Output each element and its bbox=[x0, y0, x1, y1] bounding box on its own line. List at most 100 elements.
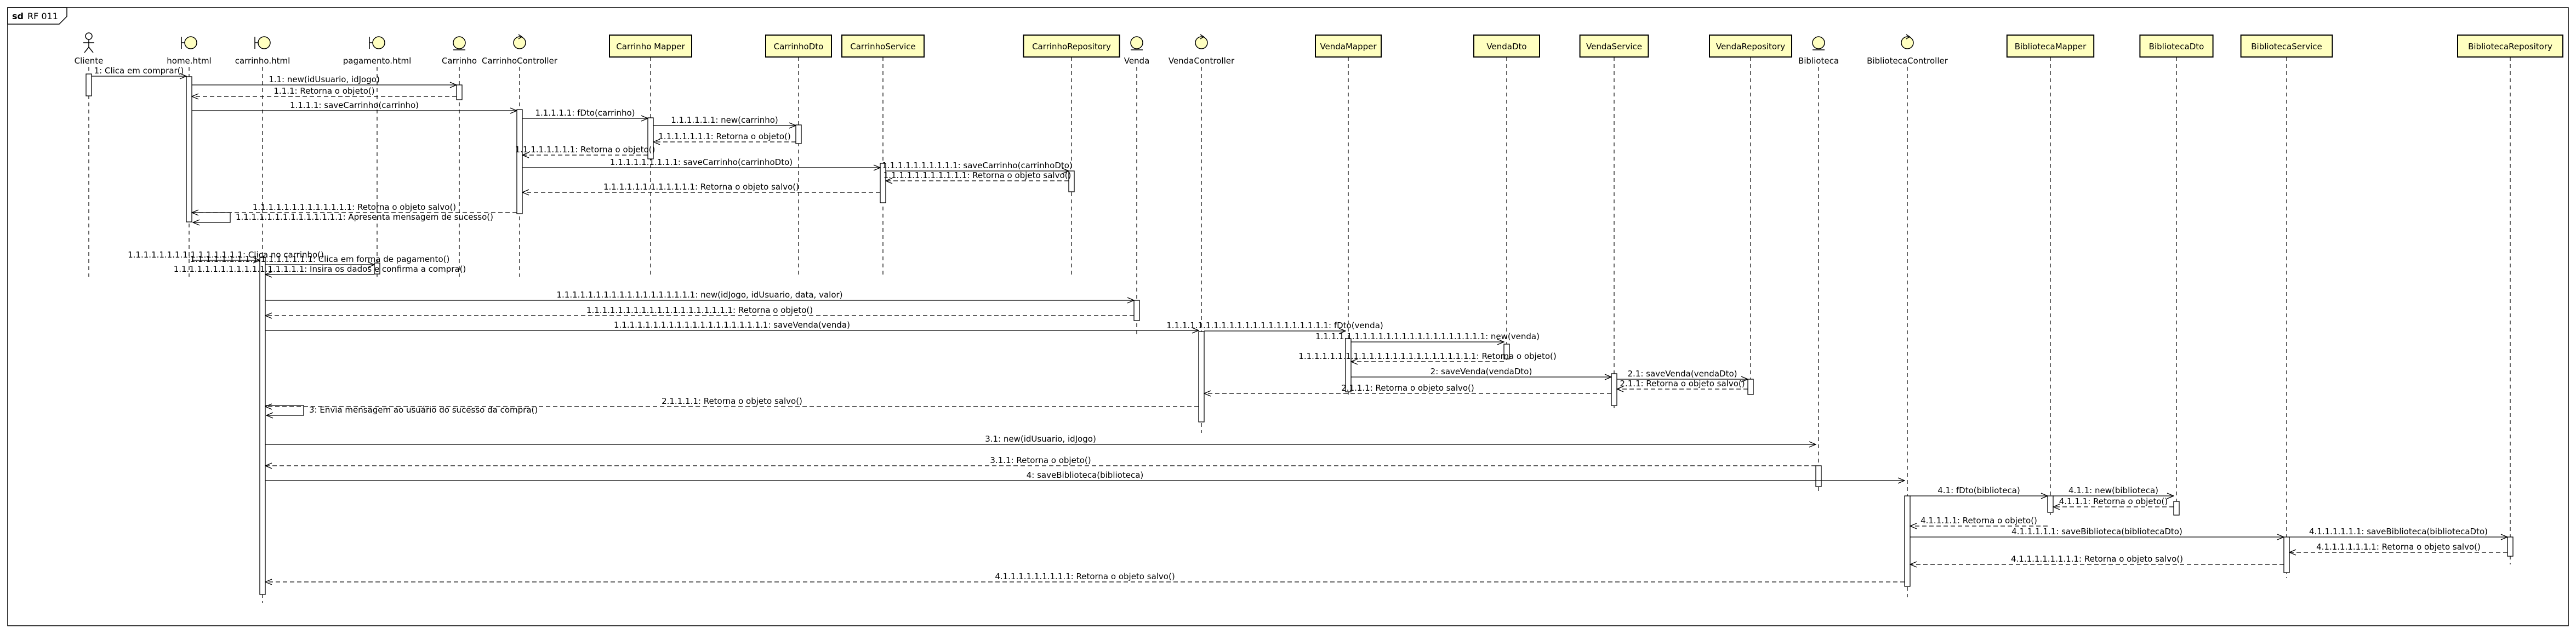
message-label: 4.1.1.1.1: Retorna o objeto() bbox=[1920, 516, 2037, 526]
participant-box bbox=[1579, 35, 1649, 58]
participant-label: home.html bbox=[167, 56, 211, 66]
participant-biblioteca: Biblioteca bbox=[1798, 36, 1839, 66]
activation-bar bbox=[1815, 465, 1822, 487]
activation-bar bbox=[647, 117, 654, 159]
messages: 1: Clica em comprar() 1.1: new(idUsuario,… bbox=[92, 66, 2507, 582]
message-label: 1.1.1.1.1.1.1: Retorna o objeto() bbox=[658, 132, 790, 141]
participant-carrinho-service: CarrinhoService bbox=[841, 35, 925, 58]
participant-label: Cliente bbox=[75, 56, 104, 66]
activation-bar bbox=[1747, 379, 1754, 395]
return-message: 1.1.1.1.1.1.1.1.1.1.1: Retorna o objeto … bbox=[884, 170, 1072, 181]
boundary-icon bbox=[181, 36, 197, 49]
participant-biblioteca-mapper: BibliotecaMapper bbox=[2006, 35, 2095, 58]
return-message: 1.1.1.1.1.1.1: Retorna o objeto() bbox=[653, 132, 796, 142]
activation-bar bbox=[2283, 536, 2290, 573]
participant-box bbox=[765, 35, 832, 58]
participant-label: Carrinho bbox=[442, 56, 477, 66]
call-message: 1.1.1.1.1.1.1.1.1.1.1.1.1.1.1.1.1: Insir… bbox=[174, 264, 466, 275]
return-message: 1.1.1.1.1.1.1.1.1.1.1.1.1.1.1.1.1.1.1: R… bbox=[265, 305, 1134, 316]
participant-box bbox=[1709, 35, 1792, 58]
call-message: 1.1.1.1.1.1.1.1.1.1.1.1.1.1.1.1.1.1.1.1.… bbox=[1315, 332, 1540, 342]
frame-kind: sd bbox=[12, 11, 24, 21]
call-message: 2.1: saveVenda(vendaDto) bbox=[1617, 369, 1748, 379]
return-message: 3.1.1: Retorna o objeto() bbox=[265, 455, 1816, 466]
message-label: 2.1.1.1: Retorna o objeto salvo() bbox=[1341, 383, 1474, 393]
participant-label: BibliotecaController bbox=[1867, 56, 1948, 66]
control-icon bbox=[1195, 34, 1208, 49]
message-label: 4.1.1.1.1.1.1.1.1: Retorna o objeto salv… bbox=[2011, 554, 2183, 564]
control-icon bbox=[1901, 34, 1914, 49]
message-label: 1.1.1.1.1.1.1.1.1.1.1.1.1.1.1.1.1.1.1.1:… bbox=[614, 320, 850, 330]
call-message: 1.1.1.1: saveCarrinho(carrinho) bbox=[192, 100, 517, 111]
participant-venda-controller: VendaController bbox=[1169, 34, 1235, 66]
call-message: 4.1.1: new(biblioteca) bbox=[2053, 486, 2174, 496]
return-message: 4.1.1.1.1.1.1.1.1: Retorna o objeto salv… bbox=[1910, 554, 2284, 564]
message-label: 1.1.1.1.1: fDto(carrinho) bbox=[535, 108, 635, 118]
call-message: 4: saveBiblioteca(biblioteca) bbox=[265, 470, 1905, 481]
call-message: 3.1: new(idUsuario, idJogo) bbox=[265, 434, 1816, 444]
boundary-icon bbox=[369, 36, 385, 49]
activation-bar bbox=[259, 257, 266, 595]
participant-biblioteca-controller: BibliotecaController bbox=[1867, 34, 1948, 66]
message-label: 4.1.1.1.1.1.1.1: Retorna o objeto salvo(… bbox=[2316, 542, 2481, 552]
participant-label: BibliotecaDto bbox=[2149, 42, 2204, 52]
message-label: 1.1.1: Retorna o objeto() bbox=[273, 86, 374, 96]
participant-cliente: Cliente bbox=[75, 32, 104, 66]
participant-box bbox=[1023, 35, 1120, 58]
participant-label: VendaRepository bbox=[1716, 42, 1785, 52]
participant-box bbox=[2240, 35, 2333, 58]
call-message: 4.1: fDto(biblioteca) bbox=[1910, 486, 2048, 496]
entity-icon bbox=[453, 36, 466, 50]
return-message: 4.1.1.1.1.1.1.1: Retorna o objeto salvo(… bbox=[2289, 542, 2507, 552]
return-message: 1.1.1.1.1.1.1.1.1.1.1.1.1: Retorna o obj… bbox=[192, 202, 517, 213]
activation-bar bbox=[456, 84, 463, 100]
call-message: 1.1.1.1.1.1.1.1.1.1.1.1.1.1.1.1.1.1.1.1:… bbox=[265, 320, 1199, 330]
message-label: 1.1.1.1.1.1.1.1.1: saveCarrinho(carrinho… bbox=[610, 157, 793, 167]
message-label: 1.1.1.1.1.1.1.1.1.1.1.1.1.1.1.1.1.1.1.1.… bbox=[1166, 321, 1383, 330]
participant-label: CarrinhoRepository bbox=[1032, 42, 1111, 52]
diagram-frame: sd RF 011 bbox=[7, 7, 2569, 626]
participant-label: pagamento.html bbox=[343, 56, 412, 66]
activation-bar bbox=[1198, 331, 1205, 422]
activation-bar bbox=[2047, 495, 2054, 513]
actor-icon bbox=[83, 32, 94, 53]
participant-venda-mapper: VendaMapper bbox=[1315, 35, 1382, 58]
message-label: 1.1.1.1.1.1.1.1.1.1.1.1.1.1.1.1.1.1: new… bbox=[556, 290, 842, 300]
call-message: 1.1.1.1.1.1.1.1.1.1.1.1.1.1.1.1.1.1.1.1.… bbox=[1166, 321, 1383, 331]
participant-carrinho-controller: CarrinhoController bbox=[482, 34, 558, 66]
participant-box bbox=[841, 35, 925, 58]
return-message: 2.1.1.1.1: Retorna o objeto salvo() bbox=[265, 396, 1199, 407]
call-message: 1.1.1.1.1.1.1.1.1.1.1.1.1.1.1.1.1.1: new… bbox=[265, 290, 1134, 300]
participant-label: VendaMapper bbox=[1320, 42, 1377, 52]
call-message: 1.1.1.1.1.1: new(carrinho) bbox=[653, 115, 796, 125]
participant-label: CarrinhoController bbox=[482, 56, 558, 66]
message-label: 1.1.1.1.1.1: new(carrinho) bbox=[671, 115, 778, 125]
message-label: 1.1.1.1.1.1.1.1.1.1.1: Retorna o objeto … bbox=[884, 170, 1072, 180]
call-message: 1.1.1.1.1.1.1.1.1.1.1.1.1.1.1: Clica no … bbox=[128, 250, 324, 260]
call-message: 1.1.1.1.1.1.1.1.1.1.1.1.1.1.1.1: Clica e… bbox=[190, 254, 449, 265]
participant-carrinho: Carrinho bbox=[442, 36, 477, 66]
participant-box bbox=[2006, 35, 2095, 58]
call-message: 3: Envia mensagem ao usuário do sucesso … bbox=[265, 405, 538, 415]
message-label: 4: saveBiblioteca(biblioteca) bbox=[1027, 470, 1144, 480]
activation-bar bbox=[1611, 373, 1617, 406]
participant-home: home.html bbox=[167, 36, 212, 66]
participant-venda-service: VendaService bbox=[1579, 35, 1649, 58]
call-message: 1.1: new(idUsuario, idJogo) bbox=[192, 75, 457, 85]
participant-label: VendaController bbox=[1169, 56, 1235, 66]
participant-biblioteca-service: BibliotecaService bbox=[2240, 35, 2333, 58]
participant-biblioteca-repository: BibliotecaRepository bbox=[2457, 35, 2563, 58]
message-label: 3.1.1: Retorna o objeto() bbox=[990, 455, 1091, 465]
participant-label: VendaDto bbox=[1486, 42, 1526, 52]
message-label: 4.1.1.1.1.1.1: saveBiblioteca(biblioteca… bbox=[2309, 527, 2488, 536]
call-message: 1: Clica em comprar() bbox=[92, 66, 186, 76]
message-label: 1.1.1.1.1.1.1.1.1.1.1.1.1.1.1.1.1.1.1.1.… bbox=[1315, 332, 1540, 341]
participant-venda-dto: VendaDto bbox=[1473, 35, 1540, 58]
activation-bar bbox=[2173, 501, 2180, 516]
participant-carrinho-html: carrinho.html bbox=[235, 36, 290, 66]
message-label: 3.1: new(idUsuario, idJogo) bbox=[985, 434, 1096, 444]
return-message: 1.1.1.1.1.1.1.1: Retorna o objeto() bbox=[515, 145, 655, 155]
participant-label: carrinho.html bbox=[235, 56, 290, 66]
participant-box bbox=[1473, 35, 1540, 58]
